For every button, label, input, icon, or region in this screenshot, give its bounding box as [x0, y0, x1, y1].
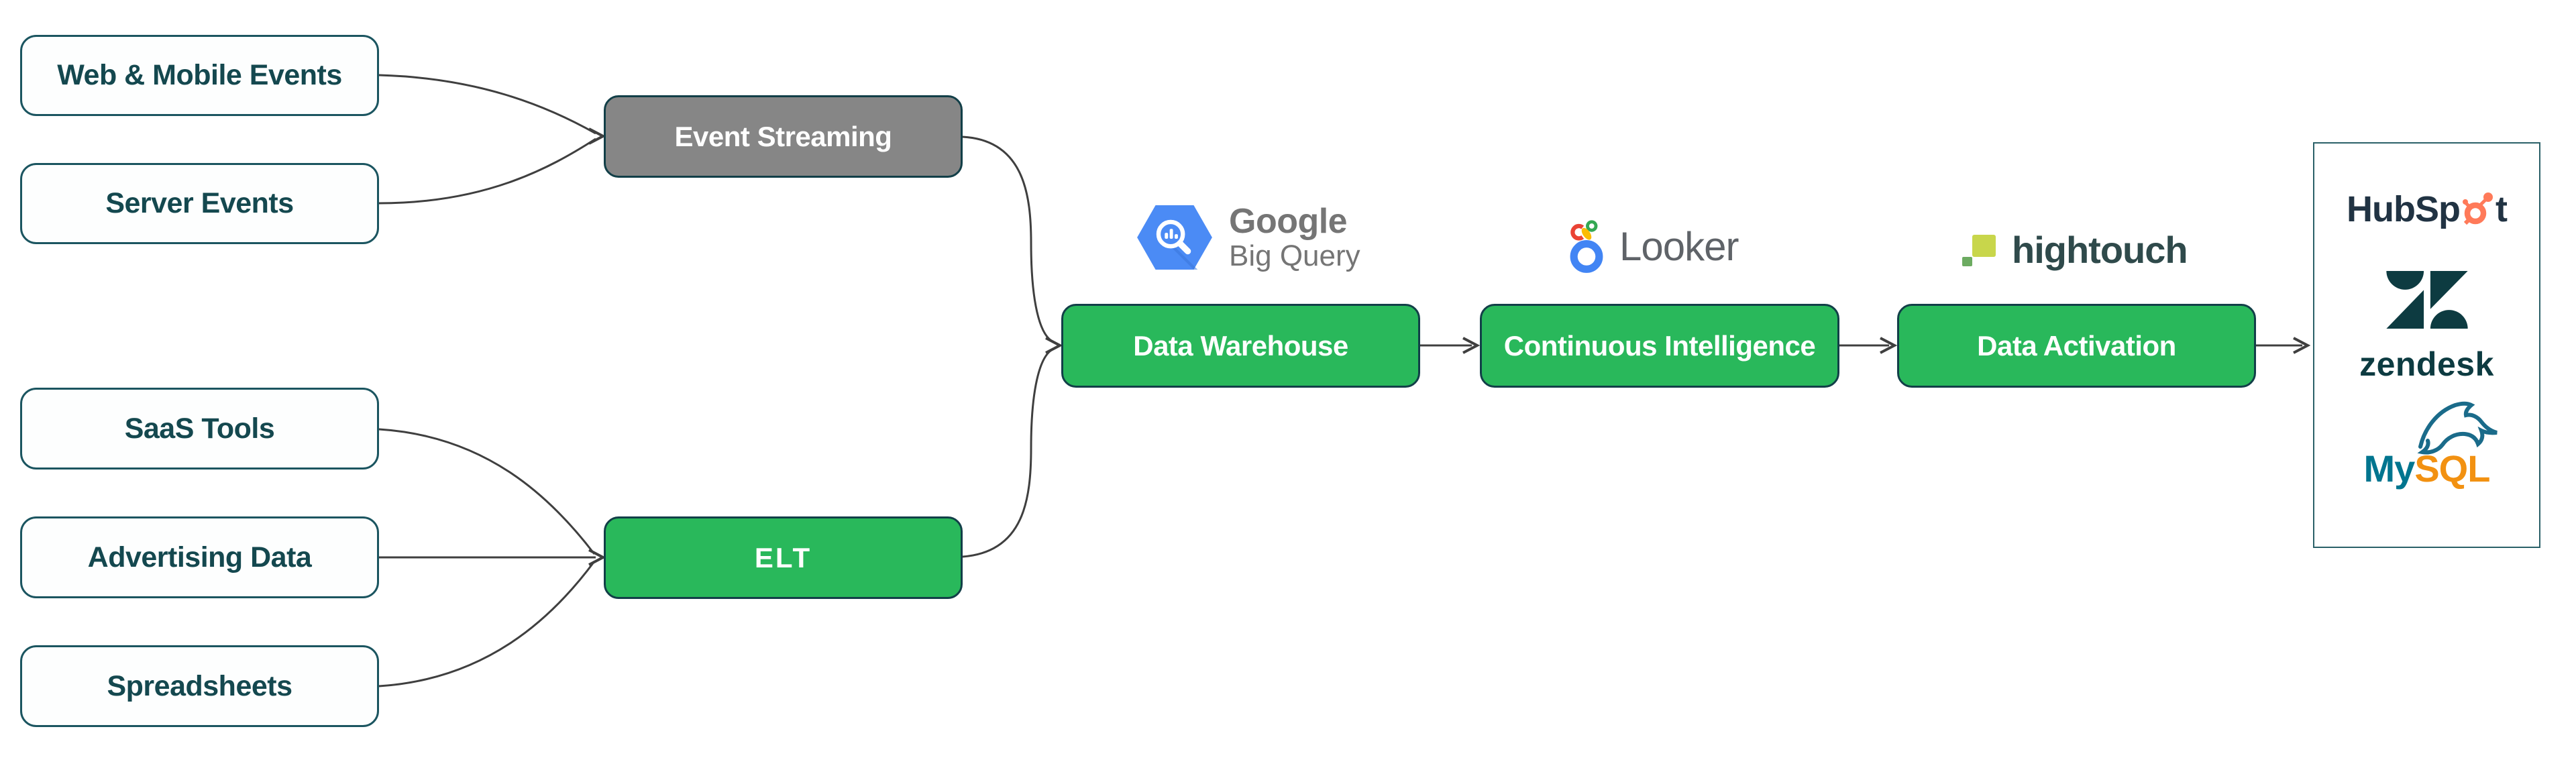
node-web-mobile-events: Web & Mobile Events [20, 35, 379, 116]
connector-elt-to-warehouse [962, 347, 1055, 558]
mysql-dolphin-row [2314, 400, 2539, 455]
arrowhead-elt [588, 549, 606, 566]
google-bigquery-logo: Google Big Query [1135, 203, 1360, 272]
node-label: SaaS Tools [124, 412, 275, 445]
hubspot-sprocket-icon [2463, 192, 2493, 225]
node-advertising-data: Advertising Data [20, 516, 379, 598]
zendesk-logo-text-row: zendesk [2314, 345, 2539, 384]
connector-spreadsheets-to-elt [378, 561, 596, 687]
connector-web-mobile-to-event-streaming [378, 74, 596, 135]
looker-logo: Looker [1567, 219, 1739, 274]
zendesk-icon [2385, 270, 2468, 329]
node-data-warehouse: Data Warehouse [1061, 304, 1420, 388]
arrowhead-destinations [2293, 337, 2311, 354]
node-label: ELT [754, 541, 812, 573]
arrowhead-event-streaming [588, 127, 606, 145]
hightouch-logo: hightouch [1962, 228, 2188, 272]
mysql-wordmark-sql: SQL [2414, 447, 2490, 490]
connector-saas-to-elt [378, 428, 596, 555]
node-label: Event Streaming [674, 120, 892, 152]
zendesk-logo-icon-row [2314, 270, 2539, 330]
hubspot-wordmark-post: t [2496, 189, 2508, 229]
node-label: Data Activation [1977, 329, 2176, 362]
node-event-streaming: Event Streaming [604, 95, 963, 178]
node-data-activation: Data Activation [1897, 304, 2256, 388]
arrowhead-continuous-intelligence [1462, 337, 1481, 354]
bigquery-hexagon-icon [1137, 205, 1212, 270]
arrowhead-data-activation [1880, 337, 1898, 354]
node-label: Data Warehouse [1133, 329, 1348, 362]
hubspot-logo: HubSp t [2314, 185, 2539, 233]
node-label: Advertising Data [87, 541, 312, 573]
node-spreadsheets: Spreadsheets [20, 645, 379, 727]
node-label: Continuous Intelligence [1503, 329, 1816, 362]
node-label: Web & Mobile Events [57, 59, 342, 91]
zendesk-wordmark: zendesk [2359, 345, 2494, 383]
node-saas-tools: SaaS Tools [20, 388, 379, 470]
hightouch-icon [1962, 234, 1996, 266]
connector-server-events-to-event-streaming [378, 137, 596, 205]
mysql-dolphin-icon [2416, 401, 2498, 455]
looker-wordmark: Looker [1619, 223, 1739, 269]
bigquery-text: Big Query [1229, 239, 1360, 273]
destinations-box: HubSp t zendesk [2313, 142, 2540, 548]
mysql-wordmark-my: My [2363, 447, 2416, 490]
google-text: Google [1229, 202, 1348, 241]
node-continuous-intelligence: Continuous Intelligence [1480, 304, 1839, 388]
node-label: Spreadsheets [107, 669, 292, 702]
bigquery-wordmark: Google Big Query [1229, 203, 1360, 272]
node-elt: ELT [604, 516, 963, 599]
node-label: Server Events [105, 187, 294, 219]
connector-event-streaming-to-warehouse [962, 135, 1055, 343]
arrowhead-data-warehouse [1045, 337, 1063, 354]
node-server-events: Server Events [20, 163, 379, 244]
hubspot-wordmark-pre: HubSp [2347, 189, 2461, 229]
looker-icon [1570, 220, 1603, 273]
hightouch-wordmark: hightouch [2012, 229, 2188, 271]
